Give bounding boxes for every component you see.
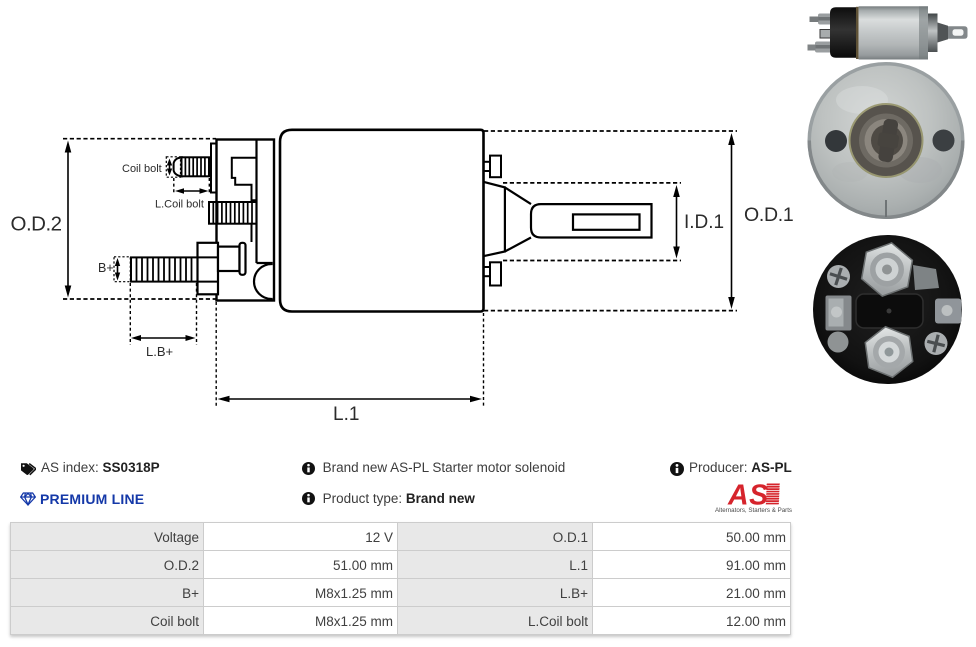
svg-text:AS: AS [727,481,769,512]
svg-text:O.D.1: O.D.1 [744,204,793,226]
svg-text:L.Coil bolt: L.Coil bolt [155,199,204,211]
svg-text:B+: B+ [98,261,114,275]
svg-text:L.B+: L.B+ [146,344,173,359]
svg-text:L.1: L.1 [333,404,359,425]
svg-text:I.D.1: I.D.1 [684,212,724,233]
svg-text:Coil bolt: Coil bolt [122,163,162,175]
svg-text:Alternators, Starters & Parts: Alternators, Starters & Parts [715,507,792,514]
svg-text:O.D.2: O.D.2 [11,213,62,236]
